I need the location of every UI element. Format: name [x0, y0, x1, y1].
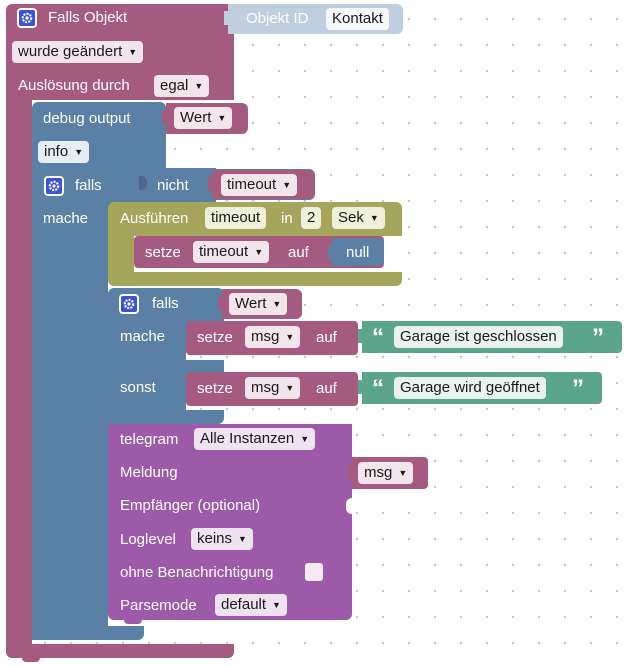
message-variable-dropdown[interactable]: msg▼	[358, 462, 414, 484]
set-msg-else-variable-dropdown[interactable]: msg▼	[245, 377, 301, 399]
if-inner-condition-connector	[218, 296, 226, 310]
if-outer-bottom	[32, 626, 144, 640]
chevron-down-icon: ▼	[238, 534, 247, 544]
text-then-connector	[358, 329, 366, 343]
if-outer-label: falls	[75, 177, 102, 194]
telegram-instances-dropdown[interactable]: Alle Instanzen▼	[194, 428, 316, 450]
set-msg-else-label: setze	[197, 380, 233, 397]
event-block-bottom	[6, 644, 234, 658]
quote-open-icon: “	[372, 375, 384, 402]
debug-output-label: debug output	[43, 110, 131, 127]
trigger-dropdown[interactable]: egal▼	[154, 75, 210, 97]
telegram-loglevel-dropdown[interactable]: keins▼	[191, 528, 253, 550]
chevron-down-icon: ▼	[128, 47, 138, 57]
chevron-down-icon: ▼	[285, 332, 295, 342]
if-inner-do-label: mache	[120, 328, 166, 345]
chevron-down-icon: ▼	[300, 434, 310, 444]
set-msg-then-variable-dropdown[interactable]: msg▼	[245, 326, 301, 348]
chevron-down-icon: ▼	[369, 213, 379, 223]
if-inner-bottom	[108, 410, 224, 424]
telegram-silent-label: ohne Benachrichtigung	[120, 564, 274, 581]
set-msg-else-to-label: auf	[316, 380, 337, 397]
chevron-down-icon: ▼	[254, 247, 264, 257]
message-variable-connector	[348, 465, 356, 479]
telegram-loglevel-label: Loglevel	[120, 531, 176, 548]
chevron-down-icon: ▼	[272, 600, 281, 610]
set-msg-then-label: setze	[197, 329, 233, 346]
chevron-down-icon: ▼	[282, 180, 292, 190]
set-timeout-label: setze	[145, 244, 181, 261]
text-else-field[interactable]: Garage wird geöffnet	[394, 377, 546, 399]
event-block-left-rail	[6, 96, 32, 652]
exec-bottom	[108, 272, 402, 286]
debug-value-dropdown[interactable]: Wert▼	[174, 107, 233, 129]
changed-dropdown[interactable]: wurde geändert▼	[12, 41, 144, 63]
object-id-label: Objekt ID	[246, 10, 309, 27]
gear-icon[interactable]	[119, 294, 139, 314]
set-msg-then-to-label: auf	[316, 329, 337, 346]
exec-unit-dropdown[interactable]: Sek▼	[332, 207, 385, 229]
exec-amount-field[interactable]: 2	[301, 207, 322, 229]
trigger-label: Auslösung durch	[18, 77, 130, 94]
not-variable-connector	[208, 177, 216, 191]
telegram-parse-label: Parsemode	[120, 597, 197, 614]
set-timeout-to-label: auf	[288, 244, 309, 261]
chevron-down-icon: ▼	[217, 113, 227, 123]
telegram-block[interactable]	[108, 424, 352, 620]
null-block[interactable]	[332, 238, 384, 266]
if-inner-else-label: sonst	[120, 379, 156, 396]
set-timeout-variable-dropdown[interactable]: timeout▼	[193, 241, 270, 263]
not-connector	[139, 176, 147, 190]
gear-icon[interactable]	[44, 176, 64, 196]
if-outer-do-label: mache	[43, 210, 89, 227]
chevron-down-icon: ▼	[285, 383, 295, 393]
null-label: null	[346, 244, 370, 261]
telegram-bottom-tab	[124, 618, 142, 624]
text-else-connector	[358, 380, 366, 394]
null-connector	[328, 245, 336, 259]
debug-level-dropdown[interactable]: info▼	[38, 141, 90, 163]
chevron-down-icon: ▼	[194, 81, 204, 91]
telegram-parse-dropdown[interactable]: default▼	[215, 594, 287, 616]
exec-rail	[108, 234, 134, 274]
telegram-recipient-label: Empfänger (optional)	[120, 497, 261, 514]
exec-label: Ausführen	[120, 210, 189, 227]
chevron-down-icon: ▼	[272, 299, 282, 309]
silent-checkbox[interactable]	[305, 563, 323, 581]
quote-close-icon: ”	[592, 324, 604, 351]
telegram-message-label: Meldung	[120, 464, 178, 481]
object-id-field[interactable]: Kontakt	[326, 8, 389, 30]
chevron-down-icon: ▼	[74, 147, 84, 157]
exec-in-label: in	[281, 210, 293, 227]
telegram-label: telegram	[120, 431, 179, 448]
event-title: Falls Objekt	[48, 9, 128, 26]
recipient-input-notch[interactable]	[346, 498, 354, 514]
event-block-bottom-tab	[22, 656, 40, 662]
if-inner-label: falls	[152, 295, 179, 312]
debug-value-connector	[162, 110, 170, 124]
quote-open-icon: “	[372, 324, 384, 351]
object-id-connector	[224, 11, 232, 25]
text-then-field[interactable]: Garage ist geschlossen	[394, 326, 563, 348]
if-inner-condition-dropdown[interactable]: Wert▼	[229, 293, 288, 315]
gear-icon[interactable]	[17, 8, 37, 28]
not-label: nicht	[157, 177, 189, 194]
exec-variable-field[interactable]: timeout	[205, 207, 267, 229]
if-outer-rail	[32, 200, 108, 640]
chevron-down-icon: ▼	[398, 468, 408, 478]
quote-close-icon: ”	[572, 375, 584, 402]
not-variable-dropdown[interactable]: timeout▼	[221, 174, 298, 196]
